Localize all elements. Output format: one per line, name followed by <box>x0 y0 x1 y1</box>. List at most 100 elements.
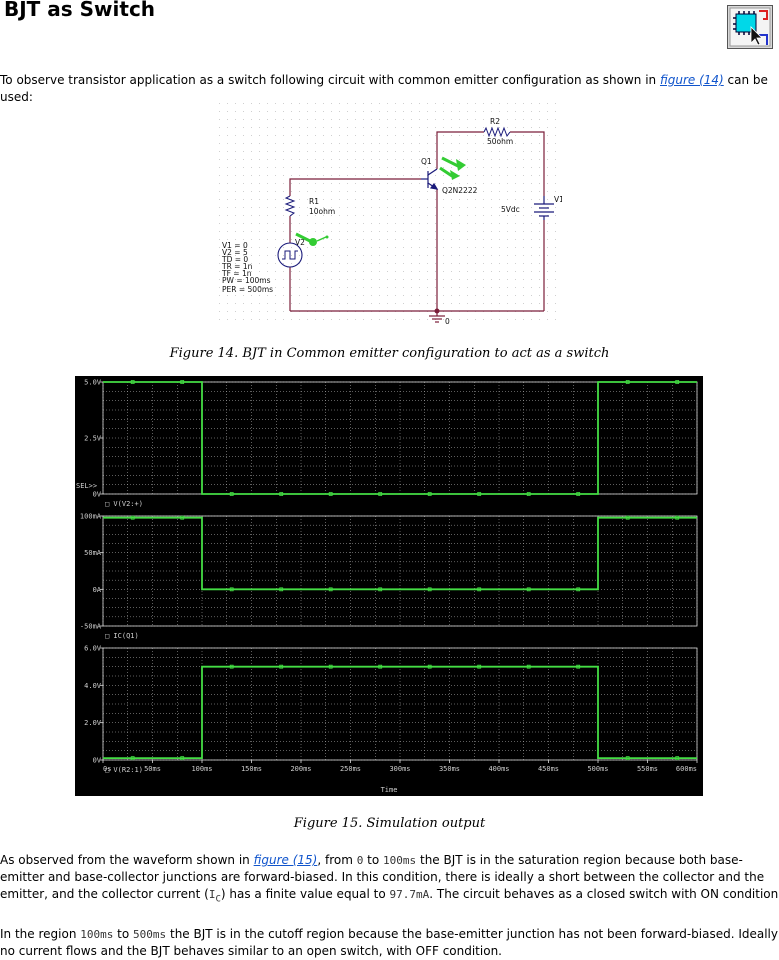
x-tick-label: 450ms <box>538 765 559 773</box>
r2-label: R2 <box>490 117 500 126</box>
trace-marker <box>576 664 581 669</box>
trace-marker <box>427 587 432 592</box>
svg-text:V2 = 5: V2 = 5 <box>222 248 248 257</box>
trace-marker <box>180 515 185 520</box>
x-tick-label: 500ms <box>587 765 608 773</box>
legend-entry-3: □ V(R2:1) <box>105 766 143 774</box>
q1-transistor <box>421 168 439 190</box>
trace-marker <box>625 380 630 384</box>
figure-14-link[interactable]: figure (14) <box>659 73 724 87</box>
trace-marker <box>229 587 234 592</box>
y-tick-label: 50mA <box>84 549 102 557</box>
x-tick-label: 100ms <box>191 765 212 773</box>
trace-marker <box>427 492 432 496</box>
trace-marker <box>625 756 630 761</box>
trace-marker <box>526 492 531 496</box>
svg-text:TR = 1n: TR = 1n <box>221 262 253 271</box>
trace-marker <box>180 756 185 761</box>
v1-label: V1 <box>554 195 562 204</box>
trace-marker <box>378 664 383 669</box>
plot-panel-3: 0V2.0V4.0V6.0V□ V(R2:1) <box>84 645 698 774</box>
intro-paragraph: To observe transistor application as a s… <box>0 72 779 106</box>
circuit-editor-icon[interactable] <box>727 5 773 49</box>
ground-label: 0 <box>445 317 450 326</box>
x-tick-label: 150ms <box>241 765 262 773</box>
trace-marker <box>576 587 581 592</box>
trace-marker <box>130 515 135 520</box>
trace-marker <box>328 587 333 592</box>
trace-marker <box>229 664 234 669</box>
bjt-switch-schematic: R2 50ohm R1 10ohm Q1 Q2N2222 V2 V1 = 0 V… <box>216 100 562 326</box>
page-title: BJT as Switch <box>4 0 156 21</box>
trace-marker <box>576 492 581 496</box>
trace-marker <box>130 380 135 384</box>
trace-marker <box>229 492 234 496</box>
x-tick-label: 350ms <box>439 765 460 773</box>
x-tick-label: 550ms <box>637 765 658 773</box>
svg-text:PER = 500ms: PER = 500ms <box>222 285 273 294</box>
trace-marker <box>675 380 680 384</box>
figure-14-caption: Figure 14. BJT in Common emitter configu… <box>169 346 610 361</box>
figure-15-caption: Figure 15. Simulation output <box>293 816 486 831</box>
trace-marker <box>279 664 284 669</box>
series-line-2 <box>103 516 697 591</box>
q1-model: Q2N2222 <box>442 186 478 195</box>
y-tick-label: 2.0V <box>84 719 102 727</box>
trace-marker <box>477 492 482 496</box>
x-tick-label: 400ms <box>488 765 509 773</box>
v1-dc-source <box>534 196 554 220</box>
cutoff-paragraph: In the region 100ms to 500ms the BJT is … <box>0 927 778 958</box>
v2-label: V2 <box>295 238 305 247</box>
voltage-probe-marker <box>295 232 329 246</box>
r1-value: 10ohm <box>309 207 335 216</box>
x-tick-label: 200ms <box>290 765 311 773</box>
x-tick-label: 50ms <box>144 765 161 773</box>
trace-marker <box>625 515 630 520</box>
trace-marker <box>180 380 185 384</box>
trace-marker <box>477 587 482 592</box>
v2-parameters: V1 = 0 V2 = 5 TD = 0 TR = 1n TF = 1n PW … <box>221 241 273 294</box>
y-tick-label: 0V <box>93 491 102 499</box>
x-tick-label: 300ms <box>389 765 410 773</box>
svg-text:TF = 1n: TF = 1n <box>221 269 252 278</box>
trace-marker <box>477 664 482 669</box>
r2-value: 50ohm <box>487 137 513 146</box>
y-tick-label: 100mA <box>80 513 102 521</box>
trace-marker <box>328 492 333 496</box>
trace-marker <box>526 664 531 669</box>
v2-pulse-source <box>277 242 303 268</box>
trace-marker <box>675 756 680 761</box>
x-tick-label: 250ms <box>340 765 361 773</box>
svg-text:PW = 100ms: PW = 100ms <box>222 276 271 285</box>
r2-resistor <box>483 126 511 138</box>
saturation-paragraph: As observed from the waveform shown in f… <box>0 853 779 905</box>
schematic-wires <box>289 131 545 312</box>
trace-marker <box>328 664 333 669</box>
q1-label: Q1 <box>421 157 432 166</box>
v1-value: 5Vdc <box>501 205 520 214</box>
y-tick-label: 0A <box>93 586 102 594</box>
x-tick-label: 0s <box>103 765 111 773</box>
legend-entry-1: □ V(V2:+) <box>105 500 143 508</box>
trace-marker <box>130 756 135 761</box>
x-tick-label: 600ms <box>676 765 697 773</box>
svg-text:V1 = 0: V1 = 0 <box>222 241 248 250</box>
trace-marker <box>378 492 383 496</box>
trace-marker <box>279 492 284 496</box>
r1-label: R1 <box>309 197 319 206</box>
y-tick-label: 6.0V <box>84 645 102 653</box>
trace-marker <box>378 587 383 592</box>
plot-panel-2: -50mA 0A 50mA 100mA □ IC(Q1) <box>80 513 698 640</box>
plot-frame <box>102 515 698 627</box>
legend-entry-2: □ IC(Q1) <box>105 632 139 640</box>
y-tick-label: 2.5V <box>84 435 102 443</box>
y-tick-label: -50mA <box>80 623 102 631</box>
series-line-1 <box>103 381 697 495</box>
ground-symbol <box>429 308 445 323</box>
svg-text:TD = 0: TD = 0 <box>221 255 248 264</box>
series-line-3 <box>103 665 697 760</box>
figure-15-link[interactable]: figure (15) <box>253 853 318 867</box>
trace-marker <box>279 587 284 592</box>
